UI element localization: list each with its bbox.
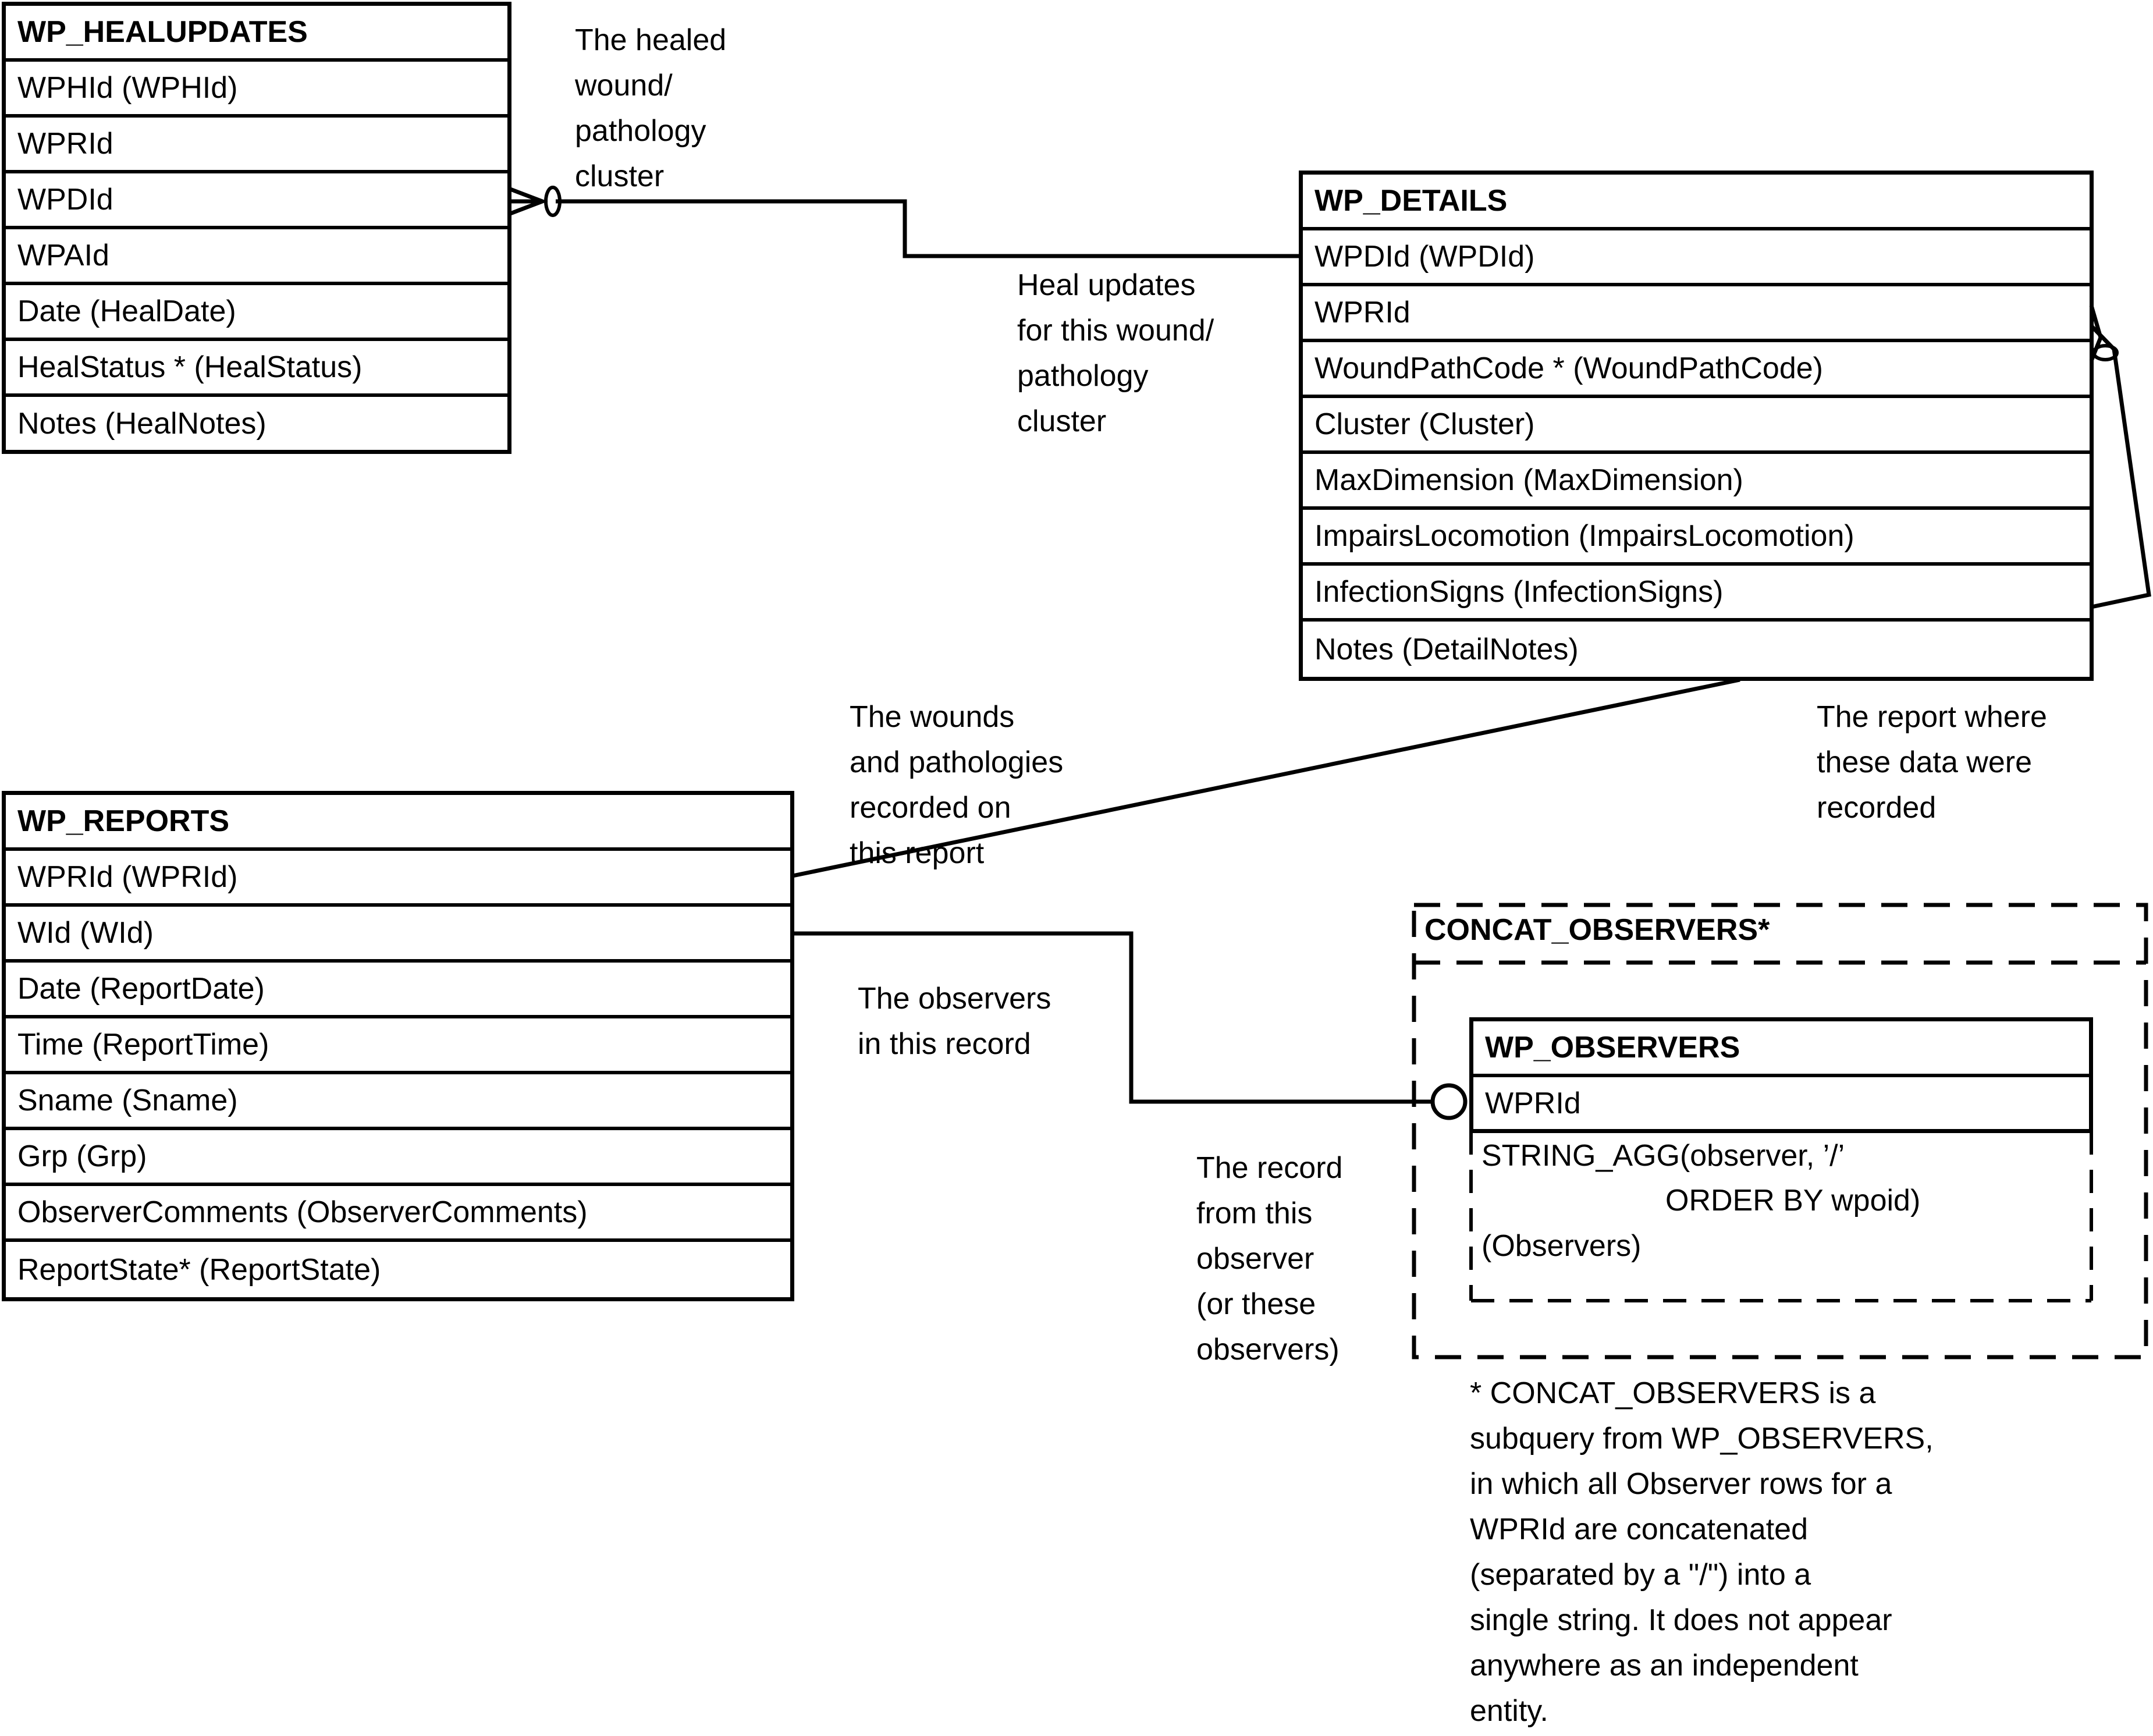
entity-wp-observers: WP_OBSERVERS WPRId (1469, 1017, 2093, 1133)
field-row: ReportState* (ReportState) (17, 1252, 381, 1287)
optional-ring-icon (544, 186, 562, 217)
field-row: WPRId (1303, 286, 2090, 342)
connector-reports-observers (793, 931, 1431, 1104)
concat-observers-outer-box (1412, 903, 2148, 1359)
field-row: WPHId (WPHId) (6, 62, 507, 118)
field-row: Date (ReportDate) (6, 963, 790, 1018)
field-row: HealStatus * (HealStatus) (6, 341, 507, 397)
concat-observers-title: CONCAT_OBSERVERS* (1424, 913, 1770, 947)
optional-ring-icon (2092, 344, 2119, 361)
entity-title: WP_DETAILS (1303, 175, 2090, 230)
field-row: ObserverComments (ObserverComments) (6, 1186, 790, 1242)
footnote-concat-observers: * CONCAT_OBSERVERS is a subquery from WP… (1470, 1376, 1934, 1728)
field-row: WoundPathCode * (WoundPathCode) (1303, 342, 2090, 398)
field-row: WId (WId) (6, 907, 790, 963)
field-row: Grp (Grp) (6, 1130, 790, 1186)
entity-title: WP_HEALUPDATES (6, 6, 507, 62)
field-row: Notes (HealNotes) (17, 407, 267, 441)
entity-title: WP_OBSERVERS (1473, 1021, 2089, 1077)
observers-agg-line1: STRING_AGG(observer, ’/’ (1481, 1139, 1845, 1173)
field-row: WPAId (6, 229, 507, 285)
annotation-record-from-observer: The record from this observer (or these … (1196, 1151, 1343, 1366)
connector-details-reports (792, 677, 1740, 878)
optional-circle-icon (1430, 1083, 1468, 1120)
field-row: Time (ReportTime) (6, 1018, 790, 1074)
field-row: ImpairsLocomotion (ImpairsLocomotion) (1303, 510, 2090, 566)
field-row: Date (HealDate) (6, 285, 507, 341)
field-row: WPRId (WPRId) (6, 851, 790, 907)
connector-details-self (2090, 324, 2151, 609)
field-row: Sname (Sname) (6, 1074, 790, 1130)
field-row: MaxDimension (MaxDimension) (1303, 454, 2090, 510)
entity-title: WP_REPORTS (6, 795, 790, 851)
entity-wp-reports: WP_REPORTS WPRId (WPRId) WId (WId) Date … (2, 791, 794, 1301)
field-row: Notes (DetailNotes) (1314, 632, 1579, 666)
annotation-healed-cluster: The healed wound/ pathology cluster (575, 23, 727, 193)
field-row: InfectionSigns (InfectionSigns) (1303, 566, 2090, 622)
entity-wp-healupdates: WP_HEALUPDATES WPHId (WPHId) WPRId WPDId… (2, 2, 511, 454)
field-row: WPDId (WPDId) (1303, 230, 2090, 286)
annotation-report-where: The report where these data were recorde… (1817, 700, 2047, 825)
field-row: WPRId (6, 118, 507, 173)
field-row: WPRId (1485, 1086, 1581, 1120)
observers-agg-line2: ORDER BY wpoid) (1665, 1184, 1921, 1217)
annotation-heal-updates: Heal updates for this wound/ pathology c… (1017, 268, 1214, 438)
field-row: Cluster (Cluster) (1303, 398, 2090, 454)
annotation-observers-record: The observers in this record (858, 982, 1051, 1061)
observers-agg-line3: (Observers) (1481, 1229, 1642, 1263)
field-row: WPDId (6, 173, 507, 229)
connector-healupdates-details (556, 199, 1301, 258)
entity-wp-details: WP_DETAILS WPDId (WPDId) WPRId WoundPath… (1299, 171, 2094, 681)
annotation-wounds-recorded: The wounds and pathologies recorded on t… (850, 700, 1064, 870)
